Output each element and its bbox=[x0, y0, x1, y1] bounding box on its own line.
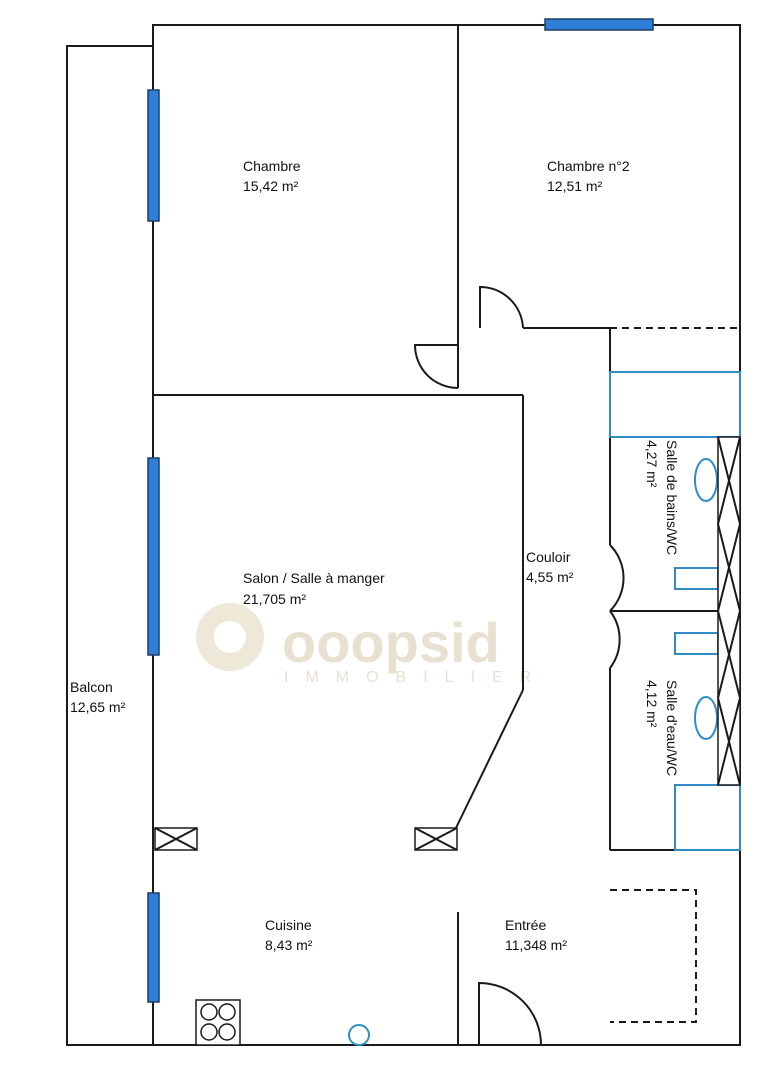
doors bbox=[413, 285, 625, 1046]
room-area: 12,51 m² bbox=[547, 178, 603, 194]
window-salon bbox=[147, 457, 160, 656]
shower-icon bbox=[674, 784, 741, 851]
door-chambre-2 bbox=[479, 285, 524, 329]
room-area: 4,12 m² bbox=[644, 680, 660, 728]
room-area: 4,55 m² bbox=[526, 569, 574, 585]
watermark-sub: IMMOBILIER bbox=[284, 669, 548, 686]
cooktop-icon bbox=[195, 999, 241, 1046]
room-name: Salle d'eau/WC bbox=[664, 680, 680, 776]
window-chambre bbox=[147, 89, 160, 222]
fixtures bbox=[609, 371, 741, 851]
windows bbox=[147, 18, 654, 1003]
window-cuisine bbox=[147, 892, 160, 1003]
room-name: Salon / Salle à manger bbox=[243, 570, 385, 586]
toilet-icon bbox=[674, 632, 719, 655]
washbasin-icon bbox=[694, 696, 718, 740]
toilet-icon bbox=[674, 567, 719, 590]
door-salle-de-bains bbox=[609, 544, 625, 612]
door-entree bbox=[478, 981, 542, 1046]
room-name: Couloir bbox=[526, 549, 571, 565]
washbasin-icon bbox=[694, 458, 718, 502]
room-area: 12,65 m² bbox=[70, 699, 126, 715]
room-name: Salle de bains/WC bbox=[664, 440, 680, 555]
storage-cross-icon bbox=[717, 436, 741, 786]
vent-icon bbox=[414, 827, 458, 851]
room-name: Chambre n°2 bbox=[547, 158, 630, 174]
vents bbox=[154, 827, 458, 851]
room-name: Cuisine bbox=[265, 917, 312, 933]
room-name: Chambre bbox=[243, 158, 301, 174]
door-salle-d-eau bbox=[609, 610, 621, 669]
walls bbox=[66, 24, 741, 1046]
room-name: Balcon bbox=[70, 679, 113, 695]
room-area: 21,705 m² bbox=[243, 591, 306, 607]
vent-icon bbox=[154, 827, 198, 851]
room-area: 8,43 m² bbox=[265, 937, 313, 953]
bathtub-icon bbox=[609, 371, 741, 438]
room-labels: Chambre 15,42 m² Chambre n°2 12,51 m² Sa… bbox=[70, 158, 680, 953]
sink-icon bbox=[348, 1024, 370, 1046]
dashed-partitions bbox=[610, 327, 740, 1023]
door-chambre bbox=[413, 344, 459, 389]
room-area: 4,27 m² bbox=[644, 440, 660, 488]
room-name: Entrée bbox=[505, 917, 546, 933]
window-top bbox=[544, 18, 654, 31]
watermark-brand: ooopsid bbox=[282, 611, 500, 674]
room-area: 15,42 m² bbox=[243, 178, 299, 194]
room-area: 11,348 m² bbox=[505, 937, 567, 953]
watermark: ooopsid IMMOBILIER bbox=[196, 603, 548, 686]
